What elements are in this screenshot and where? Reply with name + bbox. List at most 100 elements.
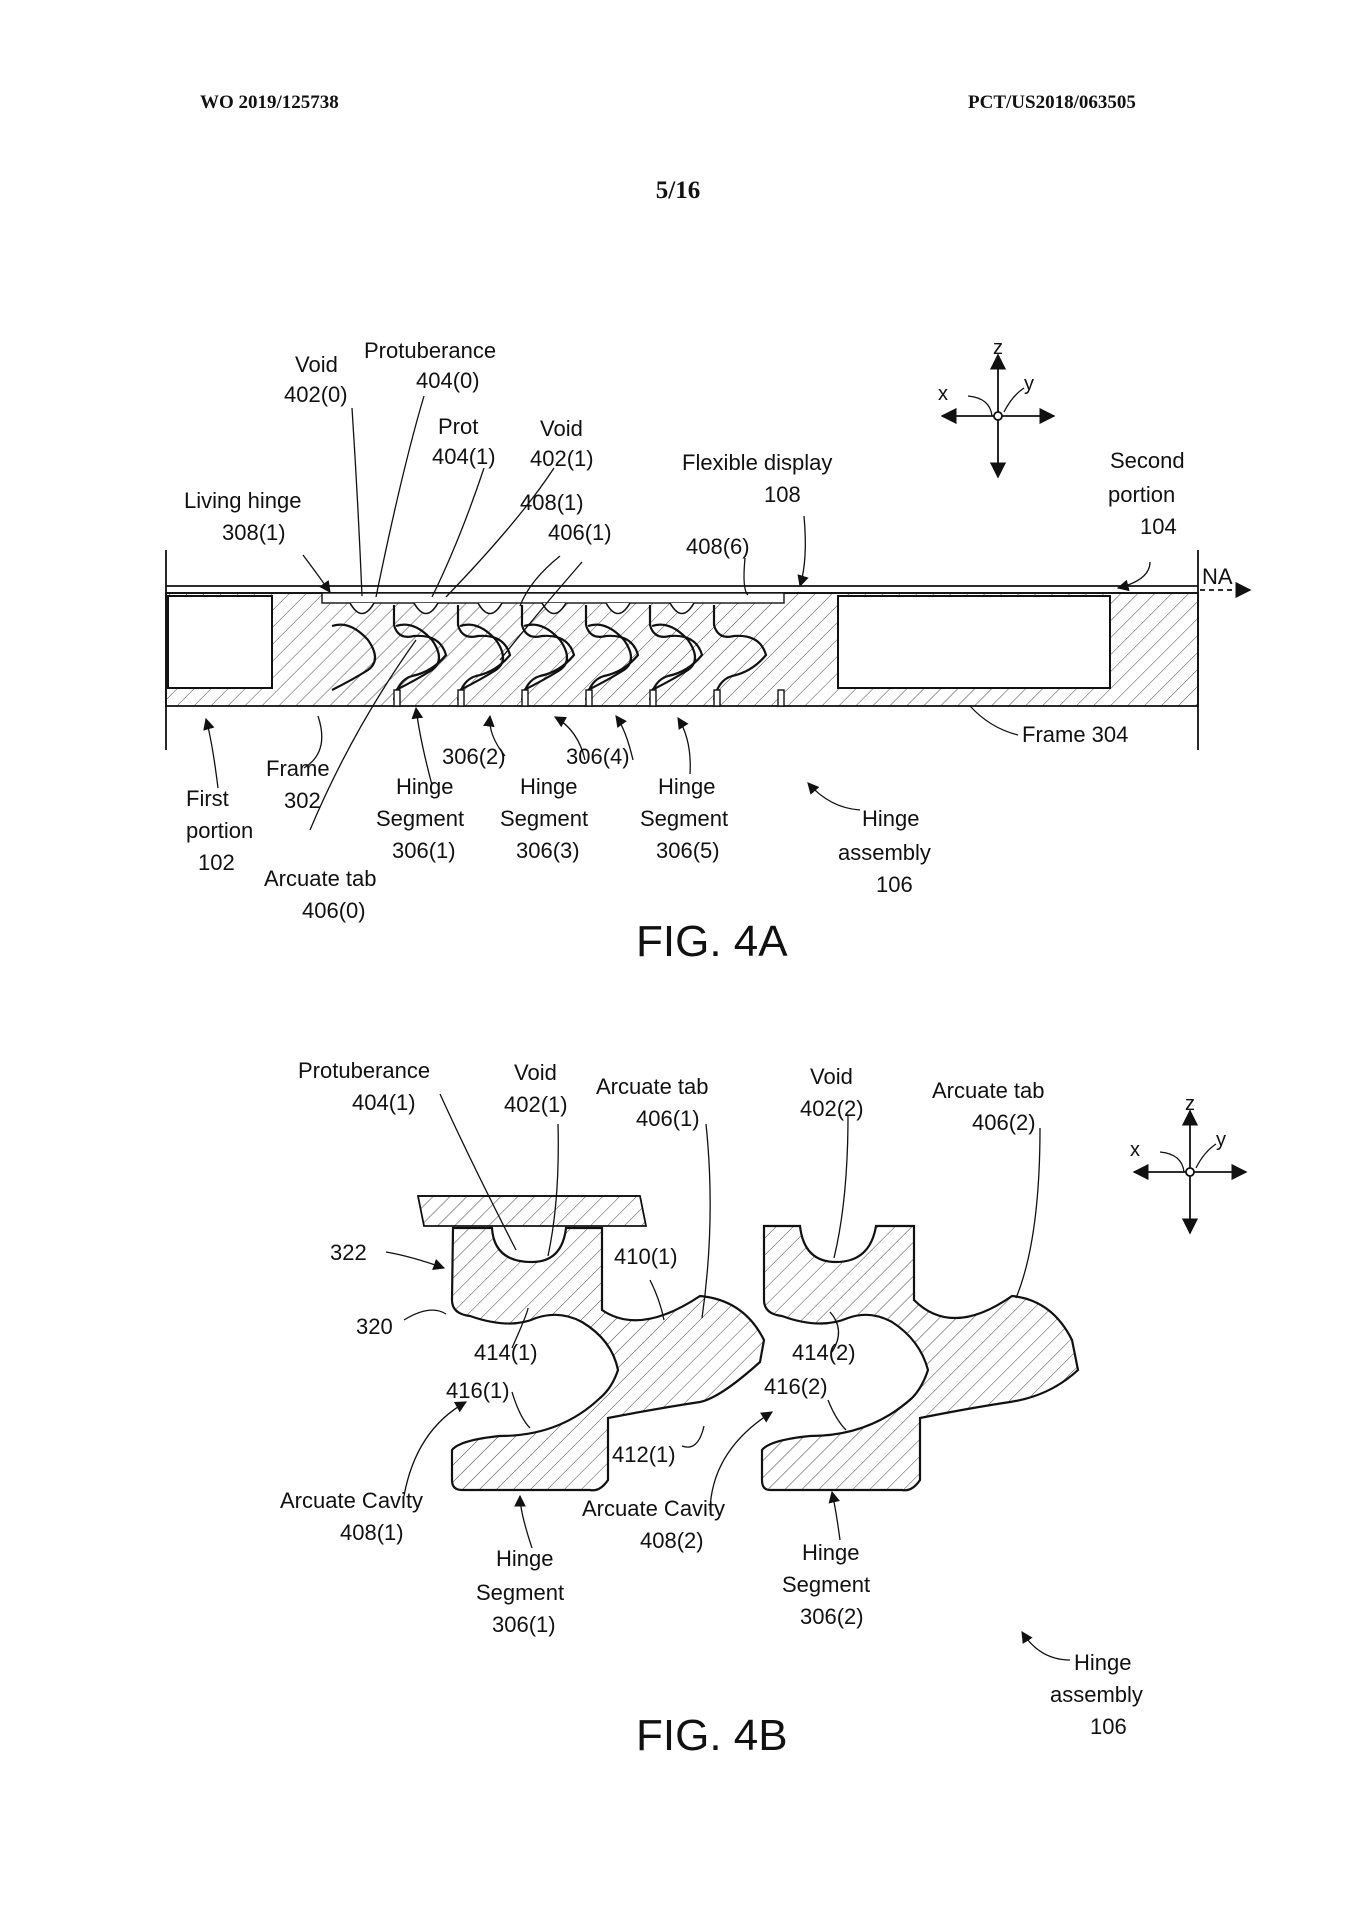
label-hinge-assembly-4b-num: 106	[1090, 1714, 1127, 1739]
axis-y-label-4b: y	[1216, 1129, 1226, 1151]
label-first-portion: First	[186, 786, 229, 811]
label-frame-302-num: 302	[284, 788, 321, 813]
label-void-402-0: Void	[295, 352, 338, 377]
leader-lines-4a	[203, 395, 1151, 831]
label-hinge-segment-306-2-4b-num: 306(2)	[800, 1604, 864, 1629]
segment-gap	[393, 689, 401, 707]
label-first-portion-2: portion	[186, 818, 253, 843]
label-void-402-2: Void	[810, 1064, 853, 1089]
label-arcuate-cavity-408-2-num: 408(2)	[640, 1528, 704, 1553]
label-second-portion: Second	[1110, 448, 1185, 473]
label-416-2: 416(2)	[764, 1374, 828, 1399]
label-414-1: 414(1)	[474, 1340, 538, 1365]
label-hinge-segment-306-3-num: 306(3)	[516, 838, 580, 863]
label-frame-302: Frame	[266, 756, 330, 781]
label-412-1: 412(1)	[612, 1442, 676, 1467]
label-frame-304: Frame 304	[1022, 722, 1128, 747]
protuberance-bump	[477, 602, 503, 615]
segment-gap	[713, 689, 721, 707]
label-arcuate-tab-406-1-num: 406(1)	[636, 1106, 700, 1131]
label-arcuate-tab-406-2: Arcuate tab	[932, 1078, 1045, 1103]
segment-gap	[585, 689, 593, 707]
arcuate-cavity-outline	[651, 623, 697, 691]
hinge-segment-306-2-shape	[760, 1224, 1080, 1492]
label-hinge-assembly-4a-2: assembly	[838, 840, 931, 865]
label-living-hinge-num: 308(1)	[222, 520, 286, 545]
axis-x-label-4b: x	[1130, 1139, 1140, 1161]
segment-gap	[521, 689, 529, 707]
label-arcuate-tab-406-0-num: 406(0)	[302, 898, 366, 923]
label-hinge-segment-306-5-2: Segment	[640, 806, 728, 831]
protuberance-bump	[349, 602, 375, 615]
label-void-402-1: Void	[540, 416, 583, 441]
arcuate-cavity-outline	[459, 623, 505, 691]
label-tab-406-1: 406(1)	[548, 520, 612, 545]
label-first-portion-num: 102	[198, 850, 235, 875]
axis-x-label-4a: x	[938, 383, 948, 405]
protuberance-bump	[605, 602, 631, 615]
segment-gap	[777, 689, 785, 707]
axis-indicator-4b	[1132, 1109, 1248, 1235]
label-322: 322	[330, 1240, 367, 1265]
arcuate-cavity-outline	[523, 623, 569, 691]
label-arcuate-tab-406-1: Arcuate tab	[596, 1074, 709, 1099]
label-arcuate-cavity-408-2: Arcuate Cavity	[582, 1496, 725, 1521]
application-number: PCT/US2018/063505	[968, 92, 1136, 113]
hinge-segments-4a	[331, 602, 768, 701]
label-arcuate-cavity-408-1: Arcuate Cavity	[280, 1488, 423, 1513]
label-hinge-segment-306-5: Hinge	[658, 774, 715, 799]
protuberance-bump	[413, 602, 439, 615]
arcuate-cavity-outline	[395, 623, 441, 691]
label-second-portion-num: 104	[1140, 514, 1177, 539]
arcuate-tab-outline	[456, 605, 512, 701]
label-hinge-segment-306-2-4b-2: Segment	[782, 1572, 870, 1597]
arcuate-cavity-outline	[331, 623, 377, 691]
label-prot-404-1-num: 404(1)	[432, 444, 496, 469]
axis-z-label-4b: z	[1185, 1093, 1195, 1115]
axis-indicator-4a	[940, 353, 1056, 479]
label-arcuate-tab-406-0: Arcuate tab	[264, 866, 377, 891]
label-void-402-1-4b: Void	[514, 1060, 557, 1085]
segment-gaps-4a	[393, 689, 785, 707]
leader-lines-4b	[385, 1093, 1071, 1661]
arcuate-tab-outline	[520, 605, 576, 701]
label-306-2: 306(2)	[442, 744, 506, 769]
figure-caption-4a: FIG. 4A	[636, 917, 788, 966]
label-second-portion-2: portion	[1108, 482, 1175, 507]
label-living-hinge: Living hinge	[184, 488, 301, 513]
label-hinge-segment-306-1-2: Segment	[376, 806, 464, 831]
arcuate-tab-outline	[392, 605, 448, 701]
label-neutral-axis: NA	[1202, 564, 1233, 589]
fig-4a-drawing: Void 402(0) Protuberance 404(0) Prot 404…	[165, 337, 1252, 966]
label-protuberance-404-1-num: 404(1)	[352, 1090, 416, 1115]
label-hinge-segment-306-1-4b-num: 306(1)	[492, 1612, 556, 1637]
label-hinge-segment-306-1: Hinge	[396, 774, 453, 799]
label-cavity-408-1: 408(1)	[520, 490, 584, 515]
arcuate-tab-outline	[648, 605, 704, 701]
label-arcuate-cavity-408-1-num: 408(1)	[340, 1520, 404, 1545]
label-flexible-display-num: 108	[764, 482, 801, 507]
label-hinge-segment-306-5-num: 306(5)	[656, 838, 720, 863]
segment-gap	[649, 689, 657, 707]
label-void-402-1-num: 402(1)	[530, 446, 594, 471]
label-protuberance-404-0: Protuberance	[364, 338, 496, 363]
label-416-1: 416(1)	[446, 1378, 510, 1403]
label-arcuate-tab-406-2-num: 406(2)	[972, 1110, 1036, 1135]
label-410-1: 410(1)	[614, 1244, 678, 1269]
label-hinge-segment-306-1-4b-2: Segment	[476, 1580, 564, 1605]
label-hinge-assembly-4a: Hinge	[862, 806, 919, 831]
label-hinge-assembly-4a-num: 106	[876, 872, 913, 897]
label-414-2: 414(2)	[792, 1340, 856, 1365]
label-hinge-segment-306-3-2: Segment	[500, 806, 588, 831]
axis-y-label-4a: y	[1024, 373, 1034, 395]
label-320: 320	[356, 1314, 393, 1339]
label-flexible-display: Flexible display	[682, 450, 832, 475]
protuberance-bump	[669, 602, 695, 615]
label-hinge-segment-306-3: Hinge	[520, 774, 577, 799]
publication-number: WO 2019/125738	[200, 92, 339, 113]
label-protuberance-404-0-num: 404(0)	[416, 368, 480, 393]
label-cavity-408-6: 408(6)	[686, 534, 750, 559]
axis-z-label-4a: z	[993, 337, 1003, 359]
